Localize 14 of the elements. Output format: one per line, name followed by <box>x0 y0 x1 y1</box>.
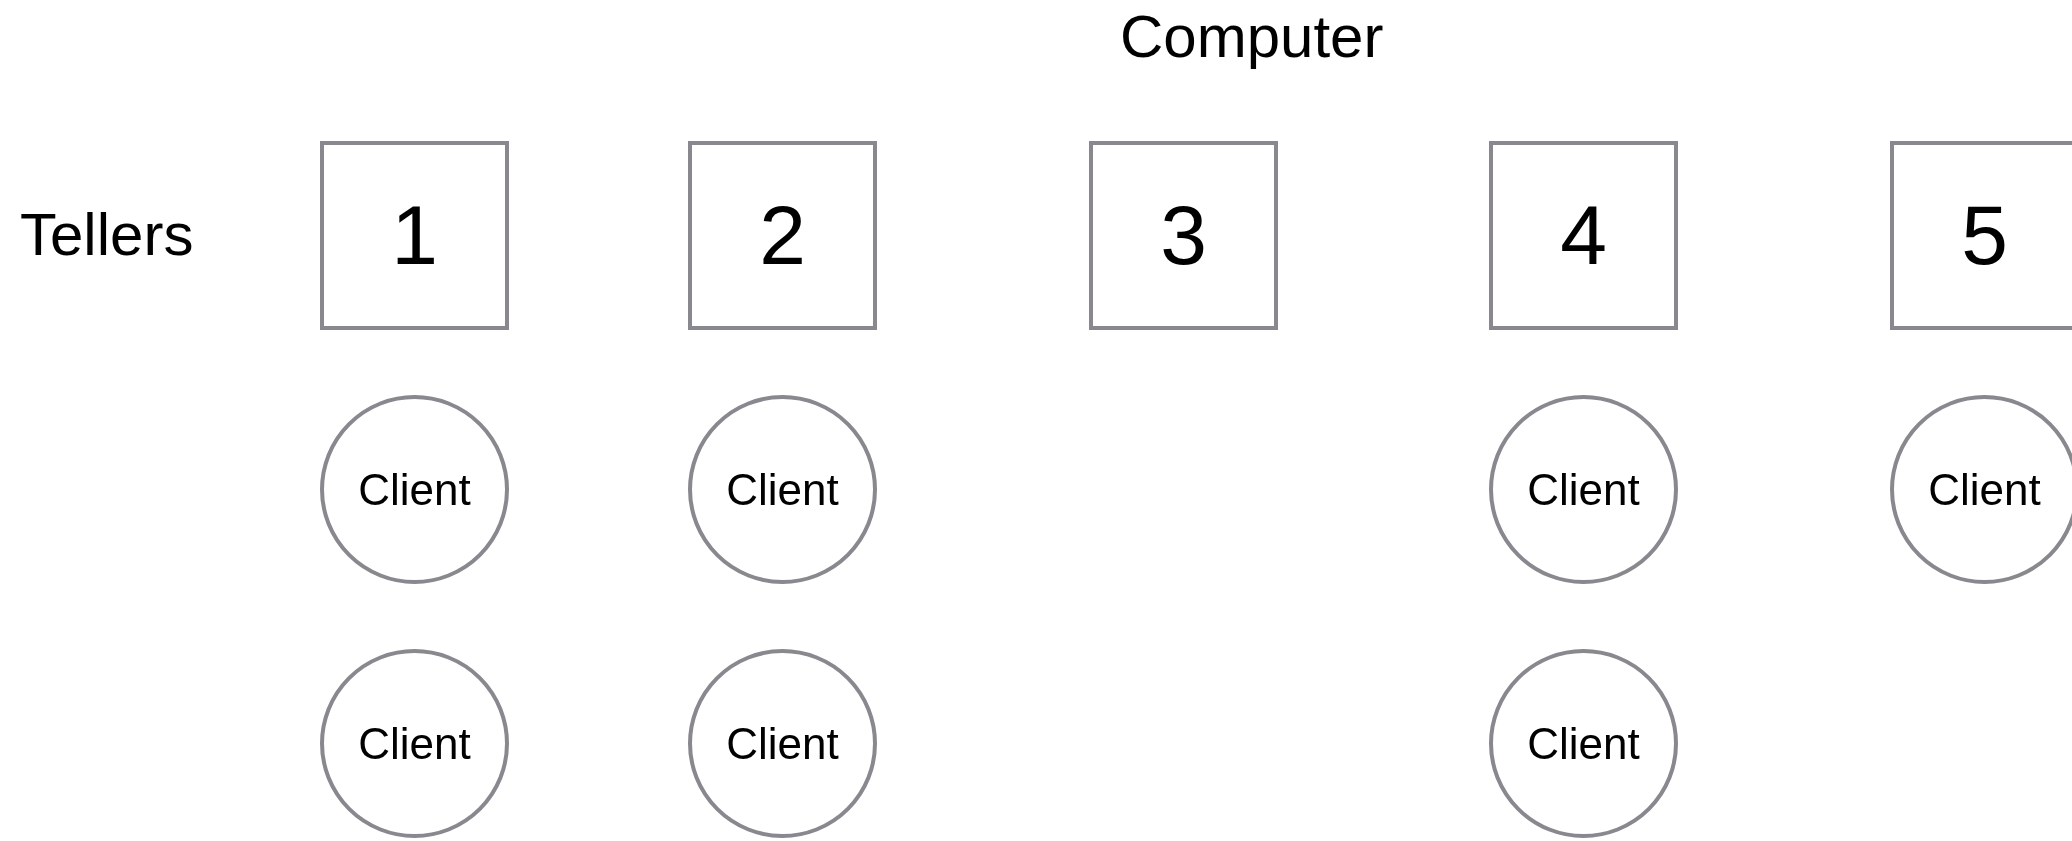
client-circle: Client <box>688 395 877 584</box>
teller-box: 1 <box>320 141 509 330</box>
client-circle: Client <box>688 649 877 838</box>
teller-box: 2 <box>688 141 877 330</box>
client-circle: Client <box>320 649 509 838</box>
client-circle: Client <box>1890 395 2072 584</box>
teller-box: 4 <box>1489 141 1678 330</box>
client-circle: Client <box>1489 395 1678 584</box>
client-circle: Client <box>320 395 509 584</box>
title: Computer <box>1120 2 1384 71</box>
teller-box: 3 <box>1089 141 1278 330</box>
row-label: Tellers <box>20 200 194 269</box>
teller-box: 5 <box>1890 141 2072 330</box>
client-circle: Client <box>1489 649 1678 838</box>
